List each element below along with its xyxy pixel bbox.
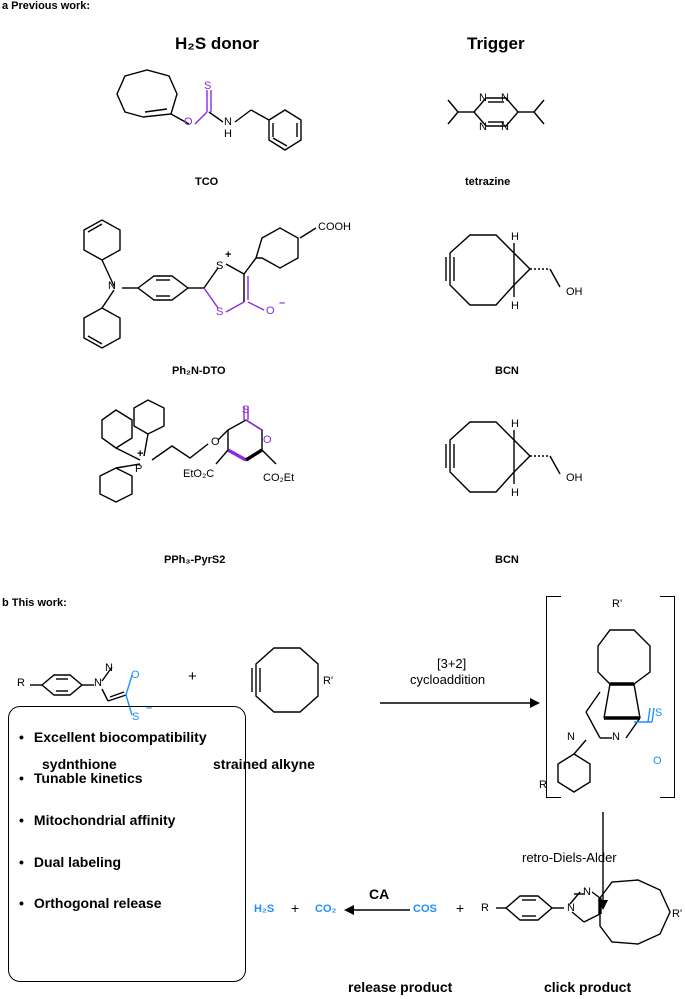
feature-item: Mitochondrial affinity	[19, 812, 176, 828]
tetrazine-n3: N	[479, 121, 487, 133]
tco-label: TCO	[195, 176, 219, 188]
bcn1-label: BCN	[495, 365, 519, 377]
plus-sign-3: +	[456, 900, 465, 916]
section-a-title: a Previous work:	[2, 0, 91, 12]
strained-alkyne-structure	[251, 647, 319, 713]
release-label: release product	[348, 979, 453, 995]
donor-header: H₂S donor	[175, 34, 260, 53]
sydnthione-structure	[30, 666, 133, 716]
dto-structure	[83, 219, 317, 349]
dto-sulfur-bottom: S	[216, 306, 224, 318]
dto-plus: +	[225, 249, 232, 261]
click-r: R	[481, 902, 489, 914]
pyrs2-co2et: CO₂Et	[263, 472, 295, 484]
intermediate-sulfur: S	[655, 707, 663, 719]
plus-sign-2: +	[291, 900, 300, 916]
tetrazine-n1: N	[479, 92, 487, 104]
trigger-header: Trigger	[467, 34, 525, 53]
ca-arrow	[344, 905, 410, 915]
cycloaddition-arrow	[380, 698, 540, 708]
pyrs2-plus: +	[137, 448, 144, 460]
pyrs2-eto2c: EtO₂C	[183, 468, 215, 480]
tco-sulfur: S	[204, 80, 212, 92]
features-box: Excellent biocompatibility Tunable kinet…	[8, 706, 246, 982]
cycloaddition-text-1: [3+2]	[437, 656, 467, 671]
tco-structure	[116, 69, 302, 151]
click-label: click product	[544, 979, 632, 995]
plus-sign-1: +	[188, 668, 197, 685]
tetrazine-structure	[447, 97, 545, 127]
left-bracket	[546, 596, 561, 798]
cos-product: COS	[413, 903, 437, 915]
bcn2-structure	[445, 421, 561, 493]
retro-text: retro-Diels-Alder	[522, 850, 617, 865]
intermediate-n1: N	[567, 731, 575, 743]
section-b-title: b This work:	[2, 597, 67, 609]
pyrs2-sulfur: S	[242, 404, 250, 416]
bcn2-oh: OH	[566, 472, 583, 484]
sydnthione-minus: –	[146, 702, 153, 714]
intermediate-structure	[557, 629, 655, 793]
alkyne-label: strained alkyne	[213, 756, 315, 772]
cycloaddition-text-2: cycloaddition	[410, 672, 486, 687]
h2s-product: H₂S	[254, 903, 275, 915]
tco-nitrogen: N	[224, 116, 232, 128]
tco-hydrogen: H	[224, 128, 232, 140]
bcn2-h-top: H	[511, 418, 519, 430]
dto-sulfur-top: S	[216, 260, 224, 272]
intermediate-n2: N	[612, 731, 620, 743]
tetrazine-n4: N	[501, 121, 509, 133]
click-rprime: R'	[672, 908, 683, 920]
pyrs2-oxygen-ether: O	[211, 436, 220, 448]
click-product-structure	[496, 879, 671, 945]
dto-nitrogen: N	[108, 280, 116, 292]
right-bracket	[660, 596, 675, 798]
sydnthione-label: sydnthione	[42, 756, 117, 772]
tetrazine-n2: N	[501, 92, 509, 104]
feature-item: Tunable kinetics	[19, 770, 143, 786]
bcn1-oh: OH	[566, 286, 583, 298]
pyrs2-phosphorus: P	[135, 463, 143, 475]
bcn1-h-bottom: H	[511, 300, 519, 312]
feature-item: Dual labeling	[19, 854, 121, 870]
sydnthione-sulfur: S	[132, 711, 140, 723]
dto-cooh: COOH	[318, 221, 351, 233]
intermediate-rprime: R'	[612, 598, 623, 610]
intermediate-r: R	[539, 779, 547, 791]
tco-oxygen: O	[184, 116, 193, 128]
co2-product: CO₂	[315, 903, 337, 915]
sydnthione-n2: N	[105, 662, 113, 674]
dto-label: Ph₂N-DTO	[172, 365, 226, 377]
ca-label: CA	[369, 886, 390, 902]
bcn1-h-top: H	[511, 231, 519, 243]
feature-item: Orthogonal release	[19, 895, 162, 911]
feature-item: Excellent biocompatibility	[19, 729, 207, 745]
sydnthione-oxygen: O	[131, 669, 140, 681]
sydnthione-n3: N	[94, 677, 102, 689]
sydnthione-r: R	[17, 677, 25, 689]
click-n1: N	[567, 902, 575, 914]
click-n2: N	[583, 886, 591, 898]
tetrazine-label: tetrazine	[465, 176, 511, 188]
bcn2-label: BCN	[495, 554, 519, 566]
dto-oxygen: O	[266, 305, 275, 317]
pyrs2-oxygen-ring: O	[263, 434, 272, 446]
bcn2-h-bottom: H	[511, 487, 519, 499]
alkyne-rprime: R'	[323, 675, 334, 687]
pyrs2-label: PPh₃-PyrS2	[164, 554, 226, 566]
intermediate-oxygen: O	[653, 755, 662, 767]
dto-minus: –	[279, 297, 286, 309]
bcn1-structure	[445, 234, 561, 306]
pyrs2-structure	[99, 399, 277, 503]
